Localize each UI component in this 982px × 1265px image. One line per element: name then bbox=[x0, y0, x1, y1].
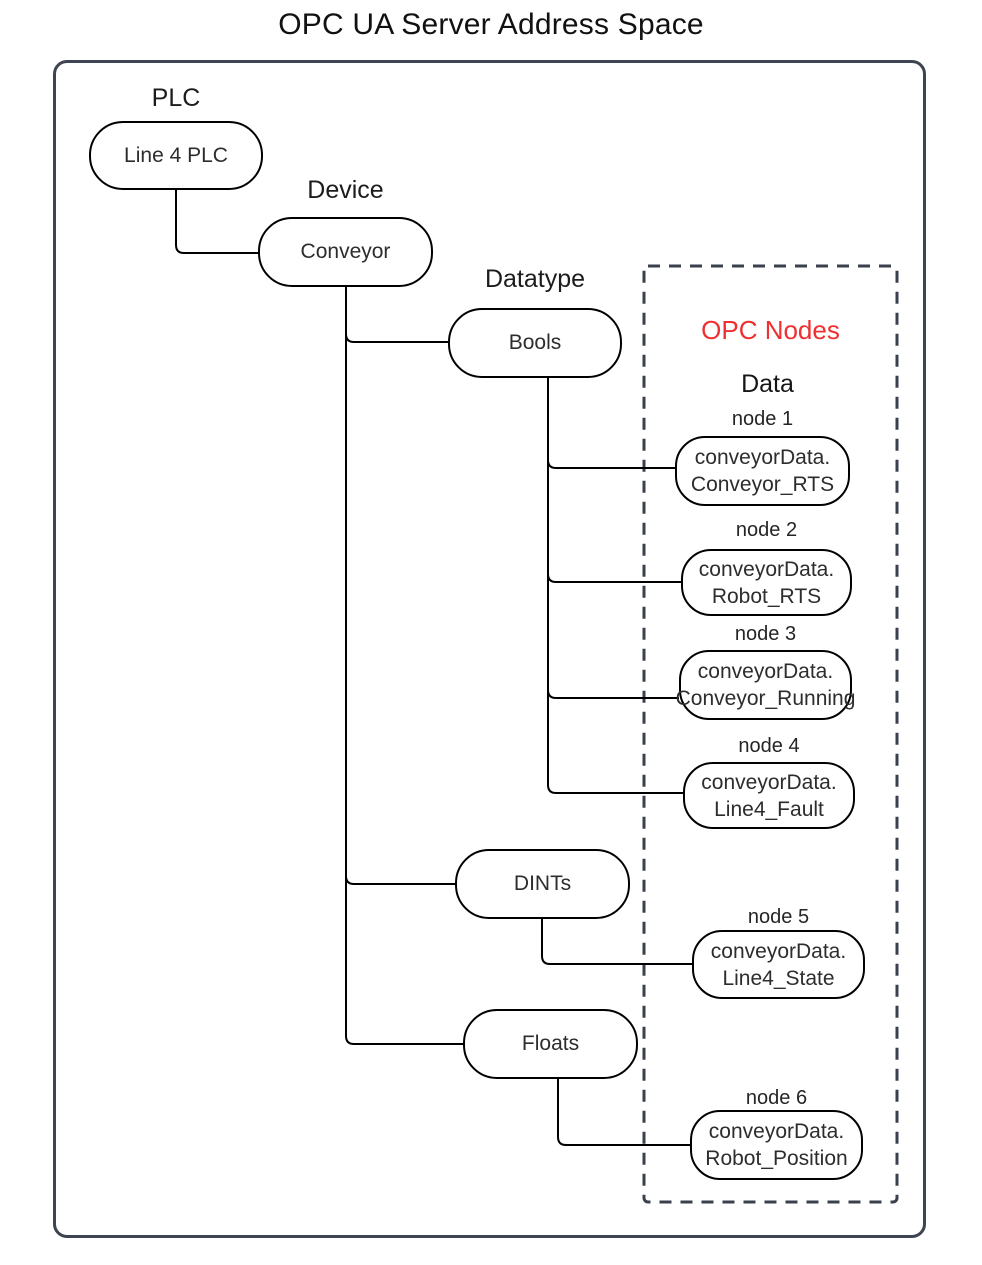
node-dints-label: DINTs bbox=[513, 872, 572, 895]
opc-node4-line2: Line4_Fault bbox=[714, 797, 824, 821]
opc-node3-caption: node 3 bbox=[734, 623, 797, 645]
node-floats: Floats bbox=[463, 1009, 638, 1079]
node-floats-label: Floats bbox=[521, 1032, 580, 1055]
opc-node5-caption: node 5 bbox=[747, 906, 810, 928]
opc-node5-line1: conveyorData. bbox=[710, 939, 847, 963]
group-label-plc: PLC bbox=[151, 84, 201, 112]
opc-node1: conveyorData. Conveyor_RTS bbox=[675, 436, 850, 506]
opc-node1-line1: conveyorData. bbox=[694, 446, 831, 469]
opc-node1-line2: Conveyor_RTS bbox=[690, 473, 835, 496]
opc-node3-line2: Conveyor_Running bbox=[675, 687, 856, 710]
opc-node4-line1: conveyorData. bbox=[701, 770, 837, 794]
opc-node6-line2: Robot_Position bbox=[705, 1147, 848, 1170]
opc-node6-line1: conveyorData. bbox=[708, 1120, 845, 1143]
node-conveyor-label: Conveyor bbox=[300, 240, 391, 263]
opc-node2-line1: conveyorData. bbox=[698, 557, 835, 581]
node-bools: Bools bbox=[448, 308, 622, 378]
opc-node2: conveyorData. Robot_RTS bbox=[681, 549, 852, 616]
opc-node6-caption: node 6 bbox=[745, 1087, 808, 1109]
opc-panel-title: OPC Nodes bbox=[701, 315, 840, 345]
opc-node5: conveyorData. Line4_State bbox=[692, 930, 865, 999]
group-label-device: Device bbox=[307, 176, 384, 204]
opc-node6: conveyorData. Robot_Position bbox=[690, 1110, 863, 1180]
node-line4-plc-label: Line 4 PLC bbox=[124, 143, 228, 167]
opc-node4: conveyorData. Line4_Fault bbox=[683, 762, 855, 829]
page-title: OPC UA Server Address Space bbox=[278, 8, 704, 41]
node-dints: DINTs bbox=[455, 849, 630, 919]
opc-node2-caption: node 2 bbox=[735, 519, 798, 541]
node-bools-label: Bools bbox=[508, 331, 562, 354]
opc-node1-caption: node 1 bbox=[731, 408, 794, 430]
opc-panel-subtitle: Data bbox=[741, 370, 794, 398]
node-conveyor: Conveyor bbox=[258, 217, 433, 287]
opc-node3: conveyorData. Conveyor_Running bbox=[676, 650, 855, 720]
address-space-frame bbox=[53, 60, 926, 1238]
opc-node3-line1: conveyorData. bbox=[697, 660, 834, 683]
node-line4-plc: Line 4 PLC bbox=[89, 121, 263, 190]
opc-node5-line2: Line4_State bbox=[722, 966, 835, 990]
opc-node2-line2: Robot_RTS bbox=[711, 584, 822, 608]
opc-node4-caption: node 4 bbox=[738, 735, 800, 757]
group-label-datatype: Datatype bbox=[484, 265, 586, 293]
